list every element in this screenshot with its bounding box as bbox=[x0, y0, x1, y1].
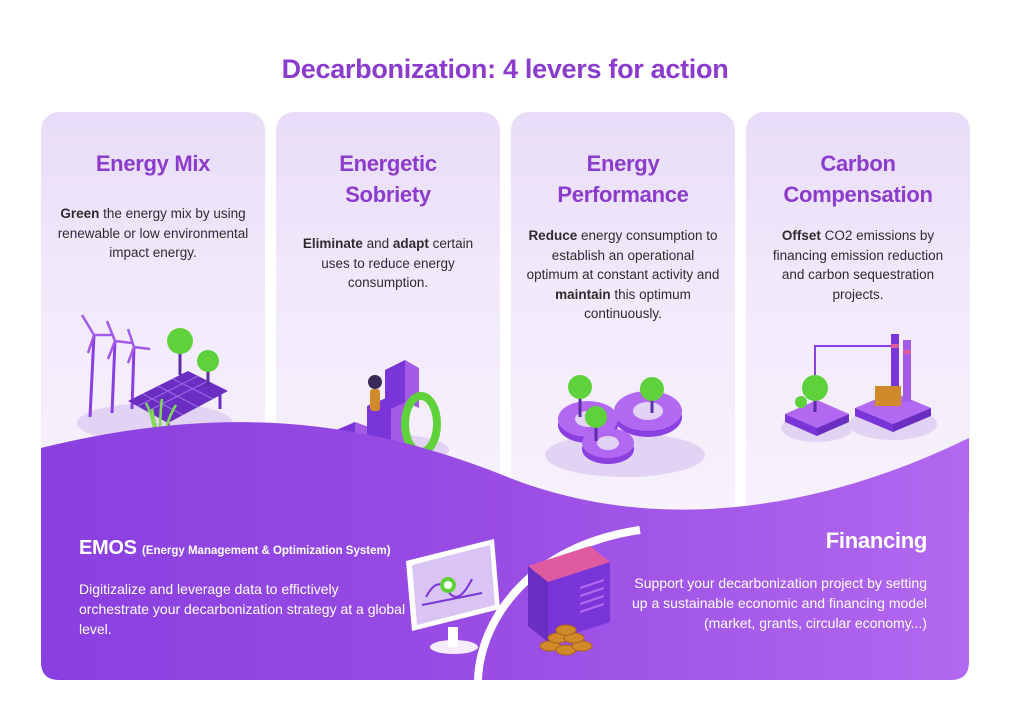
lever-desc-bold: Green bbox=[60, 206, 100, 221]
wallet-coins-icon bbox=[528, 546, 610, 656]
factory-tree-icon bbox=[781, 334, 937, 442]
lever-title-line: Performance bbox=[557, 182, 689, 207]
lever-desc-bold: adapt bbox=[392, 236, 429, 251]
lever-desc-bold: maintain bbox=[555, 286, 611, 302]
page-title: Decarbonization: 4 levers for action bbox=[281, 54, 729, 84]
lever-title-line: Energy bbox=[586, 151, 660, 176]
financing-title: Financing bbox=[825, 528, 928, 553]
lever-title-line: Compensation bbox=[783, 182, 933, 207]
lever-desc-text: the energy mix by using renewable or low… bbox=[57, 206, 249, 260]
lever-desc-text: this optimum continuously. bbox=[584, 286, 691, 322]
lever-title: Energy Mix bbox=[41, 148, 265, 179]
emos-title: EMOS (Energy Management & Optimization S… bbox=[79, 537, 391, 560]
lever-title: Carbon Compensation bbox=[746, 148, 970, 210]
lever-description: Eliminate and adapt certain uses to redu… bbox=[290, 234, 486, 293]
emos-subtitle: (Energy Management & Optimization System… bbox=[141, 545, 391, 557]
lever-desc-text: and bbox=[362, 236, 393, 251]
lever-card-energy-mix: Energy Mix Green the energy mix by using… bbox=[41, 112, 265, 522]
lever-card-carbon-compensation: Carbon Compensation Offset CO2 emissions… bbox=[746, 112, 970, 522]
financing-description: Support your decarbonization project by … bbox=[632, 575, 927, 631]
emos-description: Digitizalize and leverage data to effict… bbox=[79, 581, 406, 637]
lever-desc-bold: Eliminate bbox=[302, 236, 363, 251]
lever-description: Offset CO2 emissions by financing emissi… bbox=[760, 226, 956, 304]
monitor-dashboard-icon bbox=[406, 539, 500, 654]
lever-desc-bold: Offset bbox=[781, 228, 821, 243]
lever-desc-text: certain uses to reduce energy consumptio… bbox=[321, 236, 474, 290]
lever-desc-text: energy consumption to establish an opera… bbox=[526, 228, 720, 282]
gears-trees-icon bbox=[545, 375, 705, 477]
lever-description: Reduce energy consumption to establish a… bbox=[525, 226, 721, 324]
lever-title-line: Energy Mix bbox=[95, 151, 211, 176]
lever-description: Green the energy mix by using renewable … bbox=[55, 204, 251, 263]
emos-title-text: EMOS bbox=[79, 537, 137, 559]
lever-title-line: Energetic bbox=[339, 151, 437, 176]
lever-title-line: Carbon bbox=[820, 151, 896, 176]
lever-title-line: Sobriety bbox=[345, 182, 431, 207]
lever-desc-bold: Reduce bbox=[528, 228, 578, 243]
lever-title: Energetic Sobriety bbox=[276, 148, 500, 210]
lever-desc-text: CO2 emissions by financing emission redu… bbox=[772, 228, 944, 302]
lever-title: Energy Performance bbox=[511, 148, 735, 210]
